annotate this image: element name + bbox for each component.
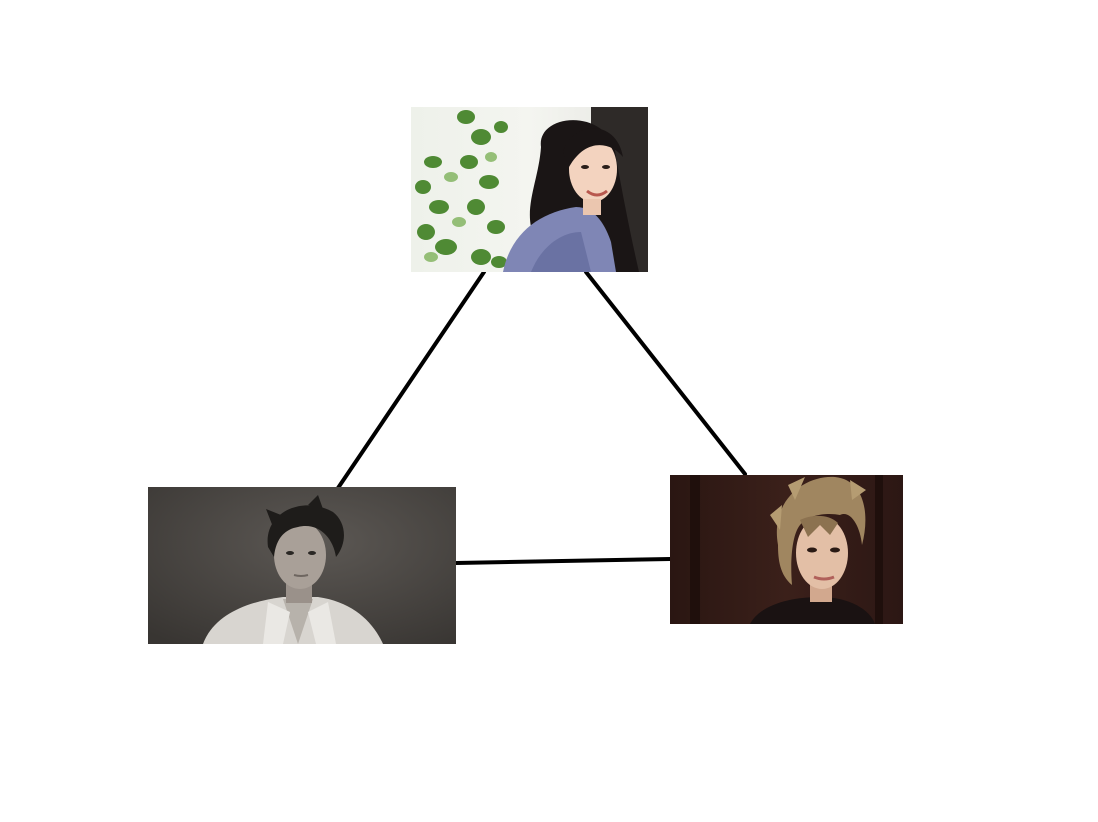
edge-top-left bbox=[336, 270, 486, 490]
portrait-man-white-shirt-icon bbox=[148, 487, 456, 644]
edge-left-right bbox=[454, 557, 672, 565]
portrait-woman-smiling-icon bbox=[411, 107, 648, 272]
edge-top-right bbox=[584, 270, 747, 476]
portrait-man-long-hair-icon bbox=[670, 475, 903, 624]
node-photo-right bbox=[670, 475, 903, 624]
node-photo-left bbox=[148, 487, 456, 644]
node-photo-top bbox=[411, 107, 648, 272]
